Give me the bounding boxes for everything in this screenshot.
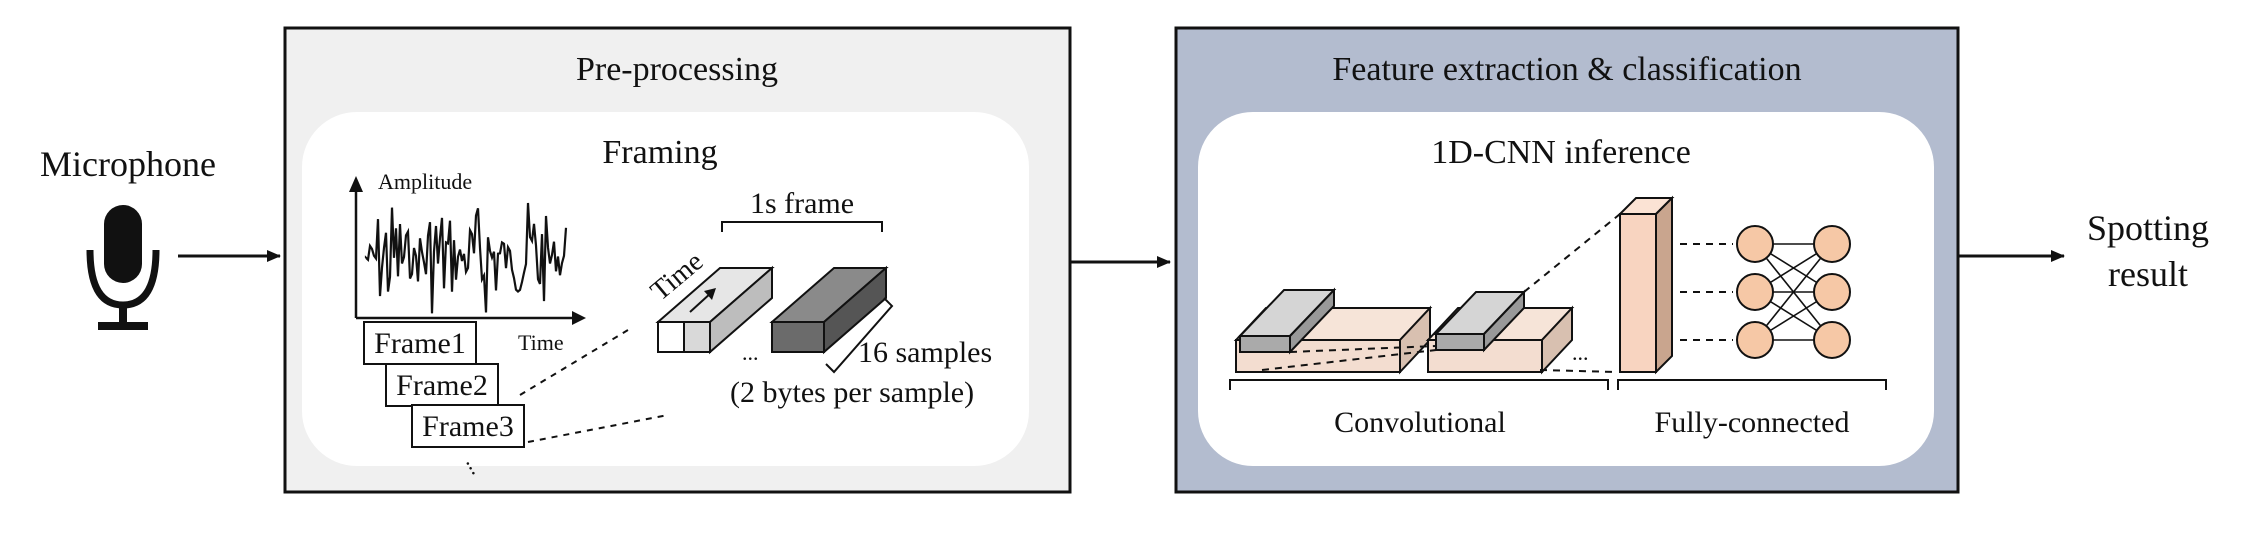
fc-vector-block [1617, 195, 1675, 375]
conv-layer-1 [1233, 287, 1433, 375]
frame-bar-light [655, 265, 775, 355]
frame-bar-ellipsis: ... [742, 340, 759, 365]
cnn-panel [1198, 112, 1934, 466]
microphone-label: Microphone [40, 144, 216, 184]
conv-layer-2 [1425, 289, 1575, 375]
svg-text:Frame2: Frame2 [396, 369, 488, 402]
samples-label: 16 samples [858, 336, 992, 369]
conv-connection-lines [1261, 213, 1621, 373]
microphone-icon [86, 205, 160, 330]
fc-input-dashes [1680, 243, 1733, 341]
output-label-line2: result [2108, 254, 2188, 294]
frame-size-brace [721, 221, 883, 232]
svg-text:Frame1: Frame1 [374, 327, 466, 360]
frame-1: Frame1 [363, 321, 477, 365]
frame-bar-dark [769, 265, 889, 355]
feature-title: Feature extraction & classification [1332, 51, 1801, 88]
fc-neurons [1736, 225, 1851, 359]
fc-edge [1754, 243, 1833, 341]
output-label-line1: Spotting [2087, 208, 2209, 248]
frame-3: Frame3 [411, 404, 525, 448]
fc-neuron-output [1813, 273, 1851, 311]
fc-neuron-hidden [1736, 225, 1774, 263]
cnn-title: 1D-CNN inference [1431, 134, 1691, 171]
fc-neuron-hidden [1736, 321, 1774, 359]
conv-label: Convolutional [1334, 406, 1506, 439]
waveform-axes [349, 176, 586, 325]
fc-neuron-output [1813, 225, 1851, 263]
fc-neuron-hidden [1736, 273, 1774, 311]
fc-brace [1617, 379, 1887, 390]
audio-waveform [364, 202, 568, 314]
zoom-line-top [519, 329, 629, 396]
preprocessing-title: Pre-processing [576, 51, 778, 88]
fc-neuron-output [1813, 321, 1851, 359]
svg-text:Frame3: Frame3 [422, 410, 514, 443]
samples-brace [825, 297, 894, 374]
conv-brace [1229, 379, 1609, 390]
conv-ellipsis: ... [1572, 340, 1589, 365]
time-axis-label: Time [518, 330, 564, 355]
frame-2: Frame2 [385, 363, 499, 407]
bytes-label: (2 bytes per sample) [730, 376, 974, 409]
framing-title: Framing [602, 134, 717, 171]
time-direction-arrow [689, 288, 716, 313]
fc-label: Fully-connected [1655, 406, 1850, 439]
amplitude-axis-label: Amplitude [378, 169, 472, 194]
frame-size-label: 1s frame [750, 187, 854, 220]
